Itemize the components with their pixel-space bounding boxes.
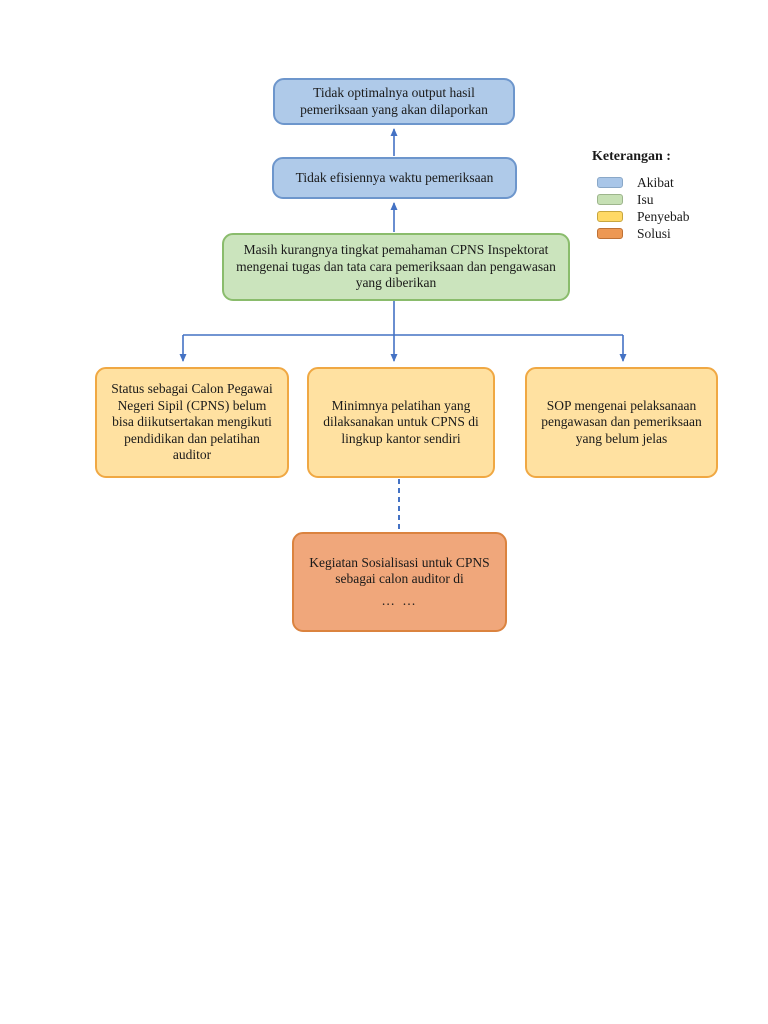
legend-item-akibat: Akibat	[592, 174, 689, 191]
node-text: SOP mengenai pelaksanaan pengawasan dan …	[541, 397, 702, 446]
node-penyebab-minim-pelatihan: Minimnya pelatihan yang dilaksanakan unt…	[307, 367, 495, 478]
legend-swatch-akibat	[597, 177, 623, 188]
node-text: Minimnya pelatihan yang dilaksanakan unt…	[323, 397, 479, 446]
legend-label-isu: Isu	[637, 191, 654, 207]
legend: Keterangan : Akibat Isu Penyebab Solusi	[592, 149, 689, 242]
legend-item-isu: Isu	[592, 191, 689, 208]
legend-item-penyebab: Penyebab	[592, 208, 689, 225]
node-text: Tidak efisiennya waktu pemeriksaan	[295, 169, 494, 185]
legend-swatch-isu	[597, 194, 623, 205]
node-penyebab-sop: SOP mengenai pelaksanaan pengawasan dan …	[525, 367, 718, 478]
node-text: Masih kurangnya tingkat pemahaman CPNS I…	[236, 242, 556, 291]
node-text: Kegiatan Sosialisasi untuk CPNS sebagai …	[309, 554, 490, 587]
legend-label-akibat: Akibat	[637, 174, 674, 190]
node-isu-pemahaman-cpns: Masih kurangnya tingkat pemahaman CPNS I…	[222, 233, 570, 301]
node-text: Tidak optimalnya output hasil pemeriksaa…	[300, 85, 488, 117]
legend-title: Keterangan :	[592, 149, 671, 164]
legend-swatch-penyebab	[597, 211, 623, 222]
legend-swatch-solusi	[597, 228, 623, 239]
node-akibat-waktu: Tidak efisiennya waktu pemeriksaan	[272, 157, 517, 199]
node-text-ellipsis: … …	[381, 592, 418, 608]
node-solusi-sosialisasi: Kegiatan Sosialisasi untuk CPNS sebagai …	[292, 532, 507, 632]
legend-label-penyebab: Penyebab	[637, 208, 690, 224]
legend-item-solusi: Solusi	[592, 225, 689, 242]
node-penyebab-status-cpns: Status sebagai Calon Pegawai Negeri Sipi…	[95, 367, 289, 478]
node-text: Status sebagai Calon Pegawai Negeri Sipi…	[111, 381, 273, 463]
legend-label-solusi: Solusi	[637, 225, 671, 241]
node-akibat-output-hasil: Tidak optimalnya output hasil pemeriksaa…	[273, 78, 515, 125]
